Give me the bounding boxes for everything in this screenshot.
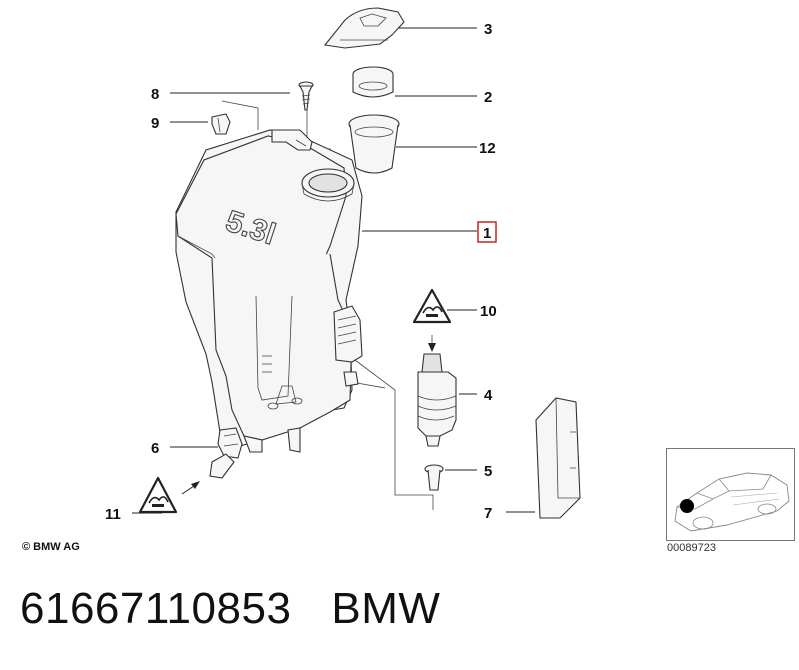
callout-1-highlight-box [477,221,497,243]
callout-8[interactable]: 8 [151,86,159,103]
part-number: 61667110853 [20,584,292,633]
warning-symbol-part-11 [138,476,178,514]
location-marker-icon [680,499,694,513]
callout-labels: 3 2 12 1 10 4 5 7 8 9 6 11 [105,21,497,523]
callout-4[interactable]: 4 [484,387,493,404]
cap-part-3 [323,7,405,49]
illustration-reference-number: 00089723 [667,542,716,554]
filter-ring-part-2 [352,66,394,98]
callout-11[interactable]: 11 [105,506,121,523]
grommet-part-5 [424,464,444,491]
callout-3[interactable]: 3 [484,21,492,38]
washer-tank-part-1: 5.3l [175,129,363,453]
seal-strip-part-7 [535,397,581,519]
strainer-part-12 [348,114,400,174]
callout-12[interactable]: 12 [479,140,496,157]
callout-6[interactable]: 6 [151,440,159,457]
callout-9[interactable]: 9 [151,115,159,132]
hose-connector-part-6 [209,427,243,479]
car-outline-icon [674,472,790,532]
screw-part-8 [298,81,314,111]
callout-7[interactable]: 7 [484,505,492,522]
brand-name: BMW [331,584,441,633]
callout-5[interactable]: 5 [484,463,492,480]
clip-nut-part-9 [211,113,231,135]
vehicle-locator-inset [666,448,795,541]
callout-2[interactable]: 2 [484,89,492,106]
copyright-notice: © BMW AG [22,541,80,553]
footer-caption: 61667110853 BMW [20,584,480,634]
callout-10[interactable]: 10 [480,303,497,320]
callout-1[interactable]: 1 [483,225,491,242]
washer-pump-part-4 [417,353,457,447]
warning-symbol-part-10 [412,288,452,324]
